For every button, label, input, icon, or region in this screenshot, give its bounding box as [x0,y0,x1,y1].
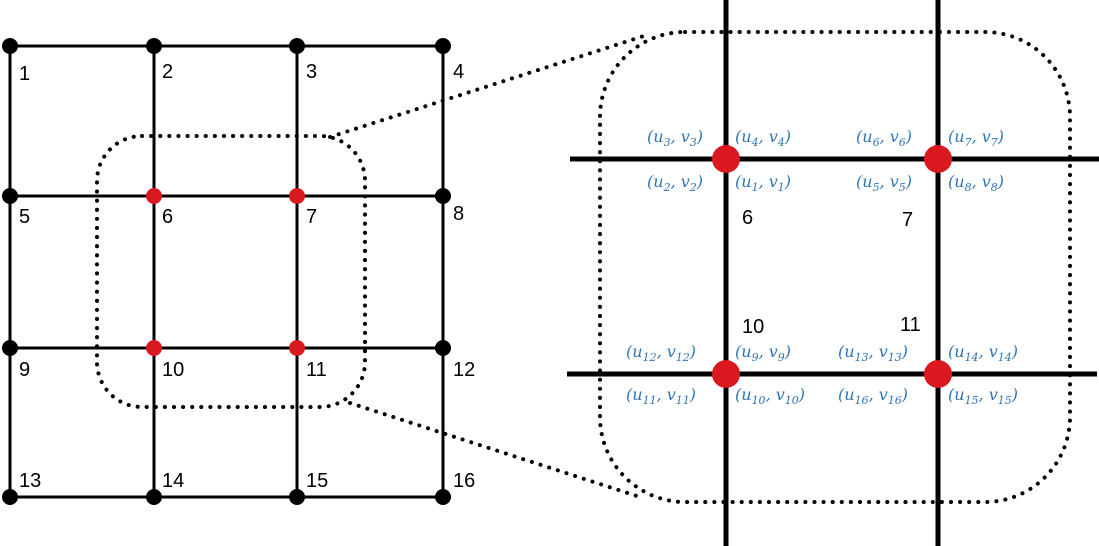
grid-node [435,188,451,204]
node-label: 7 [306,206,317,228]
uv-label: (u10, v10) [735,385,805,407]
node-label: 8 [453,203,464,225]
uv-labels: (u3, v3) (u4, v4) (u2, v2) (u1, v1) (u6,… [626,127,1018,407]
zoom-callout [95,30,1072,504]
node-label: 15 [306,470,328,492]
node-label: 10 [162,359,184,381]
node-label: 1 [19,63,30,85]
grid-node-labels: 1 2 3 4 5 6 7 8 9 10 11 12 13 14 15 16 [19,61,475,492]
callout-connector-top [328,32,652,139]
grid-node [146,489,162,505]
zoom-node-label: 11 [900,314,921,336]
grid-node [146,38,162,54]
uv-label: (u6, v6) [856,127,912,149]
uv-label: (u3, v3) [647,127,703,149]
node-label: 3 [306,61,317,83]
grid-node [289,38,305,54]
node-label: 11 [306,359,327,381]
grid-node [435,489,451,505]
zoom-node [924,145,952,173]
zoom-node-label: 10 [742,316,764,338]
grid-node-highlighted [146,340,162,356]
node-label: 9 [19,359,30,381]
grid-node [2,188,18,204]
uv-label: (u14, v14) [948,342,1018,364]
zoom-node [924,360,952,388]
grid-node [435,340,451,356]
uv-label: (u4, v4) [735,127,791,149]
grid-nodes [2,38,451,505]
uv-label: (u13, v13) [838,342,908,364]
uv-label: (u8, v8) [948,172,1004,194]
uv-label: (u15, v15) [948,385,1018,407]
grid-node-highlighted [289,188,305,204]
zoom-nodes [712,145,952,388]
node-label: 14 [162,470,184,492]
small-dotted-region [95,134,367,409]
large-dotted-region [598,30,1072,504]
node-label: 6 [162,206,173,228]
grid-node-highlighted [146,188,162,204]
zoom-lines [567,0,1099,546]
uv-label: (u9, v9) [735,342,791,364]
node-label: 13 [19,470,41,492]
grid-node [2,489,18,505]
zoom-node-label: 7 [902,209,913,231]
node-label: 2 [162,61,173,83]
uv-label: (u11, v11) [626,385,696,407]
grid-node [2,38,18,54]
grid-node [435,38,451,54]
grid-node-highlighted [289,340,305,356]
callout-connector-bottom [348,401,642,499]
grid-node [2,340,18,356]
node-label: 4 [453,61,464,83]
node-label: 12 [453,359,475,381]
zoom-node [712,360,740,388]
uv-label: (u16, v16) [838,385,908,407]
uv-label: (u1, v1) [735,172,791,194]
node-label: 16 [453,470,475,492]
zoom-node-labels: 6 7 10 11 [742,207,921,338]
uv-label: (u5, v5) [856,172,912,194]
uv-label: (u12, v12) [626,342,696,364]
node-label: 5 [19,206,30,228]
grid-node [289,489,305,505]
uv-label: (u2, v2) [647,172,703,194]
grid-lines [8,44,445,499]
uv-label: (u7, v7) [948,127,1004,149]
zoom-node-label: 6 [742,207,753,229]
zoom-node [712,145,740,173]
